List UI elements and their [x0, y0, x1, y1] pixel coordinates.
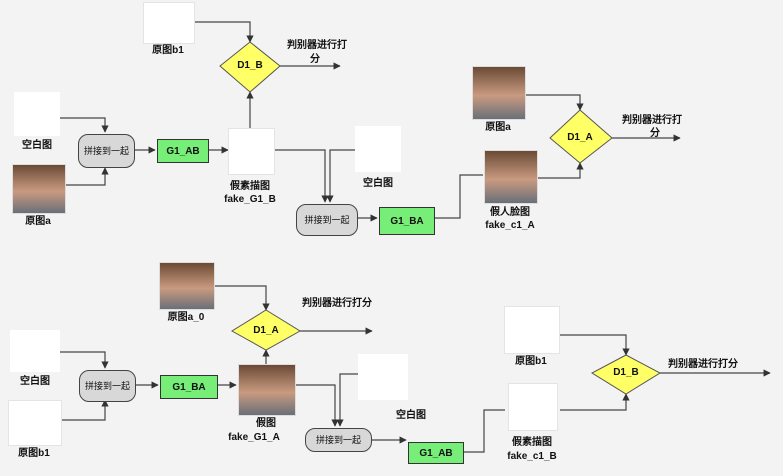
concat-node-2: 拼接到一 起	[296, 204, 358, 236]
fake-sketch-label-2: fake_G1_B	[224, 194, 276, 205]
concat-node-3: 拼接到一 起	[79, 370, 136, 402]
blank-image-4	[358, 354, 408, 400]
orig-a0-label: 原图a_0	[167, 312, 205, 323]
orig-a0-photo	[159, 262, 215, 310]
judge-b-label-2: 分	[310, 54, 320, 65]
fake-sketch-bottom-label-2: fake_c1_B	[507, 451, 557, 462]
g1ab-bottom-node: G1_AB	[408, 442, 464, 464]
d1b-bottom-diamond	[590, 354, 662, 395]
blank-2-label: 空白图	[363, 178, 393, 189]
orig-a-right-photo	[472, 66, 526, 120]
blank-3-label: 空白图	[20, 376, 50, 387]
fake-face-photo	[484, 150, 538, 204]
g1ab-node: G1_AB	[157, 139, 209, 163]
g1ba-node: G1_BA	[379, 207, 435, 235]
d1a-bottom-diamond	[231, 309, 301, 351]
judge-b-label-1: 判别器进行打	[287, 40, 347, 51]
fake-bottom-word-1: 假	[256, 418, 266, 429]
fake-face-label-1: 假人脸图	[490, 207, 530, 218]
concat-1-line-1: 拼接到一	[83, 145, 120, 156]
blank-1-label: 空白图	[22, 140, 52, 151]
fake-face-bottom-photo	[238, 364, 296, 416]
blank-image-2	[355, 126, 401, 172]
blank-image-1	[14, 92, 60, 136]
judge-a-bottom-label: 判别器进行打分	[302, 298, 372, 309]
orig-a-right-label: 原图a	[485, 122, 511, 133]
orig-a-photo	[12, 164, 66, 214]
orig-b1-bottom-label: 原图b1	[18, 448, 50, 459]
orig-b1-bottom-sketch	[8, 400, 62, 446]
concat-node-4: 拼接到一起	[305, 428, 372, 452]
d1a-bottom-label: D1_A	[253, 325, 279, 336]
g1ba-bottom-node: G1_BA	[160, 375, 218, 399]
fake-sketch-label-1: 假素描图	[230, 181, 270, 192]
concat-3-line-1: 拼接到一	[84, 380, 121, 391]
blank-image-3	[10, 330, 60, 372]
d1b-diamond	[219, 41, 281, 93]
fake-bottom-label-2: fake_G1_A	[228, 432, 280, 443]
judge-a-label-1: 判别器进行打	[622, 115, 682, 126]
judge-b-bottom-label: 判别器进行打分	[668, 359, 738, 370]
orig-b1-label: 原图b1	[152, 45, 184, 56]
d1a-label: D1_A	[567, 132, 593, 143]
fake-sketch-bottom-image	[508, 383, 558, 431]
orig-a-label: 原图a	[25, 216, 51, 227]
concat-node-1: 拼接到一 起	[78, 134, 135, 168]
blank-4-label: 空白图	[396, 410, 426, 421]
concat-2-line-2: 起	[340, 214, 350, 225]
fake-sketch-image	[228, 128, 275, 175]
d1a-diamond	[549, 109, 613, 164]
fake-bottom-word-2: 图	[266, 418, 276, 429]
orig-b1-right-sketch	[504, 306, 560, 354]
fake-face-label-2: fake_c1_A	[485, 220, 535, 231]
fake-bottom-label-1: 假图	[232, 418, 300, 430]
d1b-bottom-label: D1_B	[613, 367, 639, 378]
concat-1-line-2: 起	[120, 145, 130, 156]
orig-b1-sketch-image	[143, 2, 195, 44]
judge-a-label-2: 分	[650, 128, 660, 139]
fake-sketch-bottom-label-1: 假素描图	[512, 437, 552, 448]
d1b-label: D1_B	[237, 60, 263, 71]
concat-2-line-1: 拼接到一	[304, 214, 341, 225]
concat-3-line-2: 起	[121, 380, 131, 391]
orig-b1-right-label: 原图b1	[515, 356, 547, 367]
